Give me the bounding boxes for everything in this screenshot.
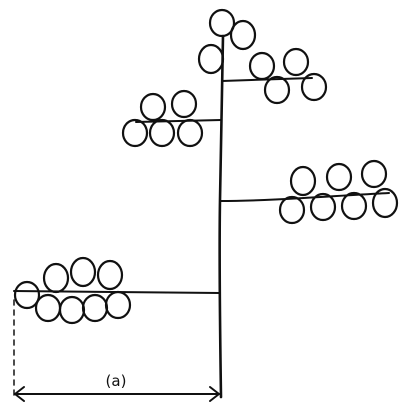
lower-left-branch: [13, 256, 221, 325]
measure-label: (a): [106, 372, 127, 390]
dimension-arrow: [14, 386, 220, 402]
main-stem: [218, 34, 225, 399]
upper-left-branch: [121, 89, 222, 148]
upper-right-branch: [221, 47, 328, 105]
apex-cluster: [197, 8, 257, 75]
middle-right-branch: [219, 159, 399, 225]
